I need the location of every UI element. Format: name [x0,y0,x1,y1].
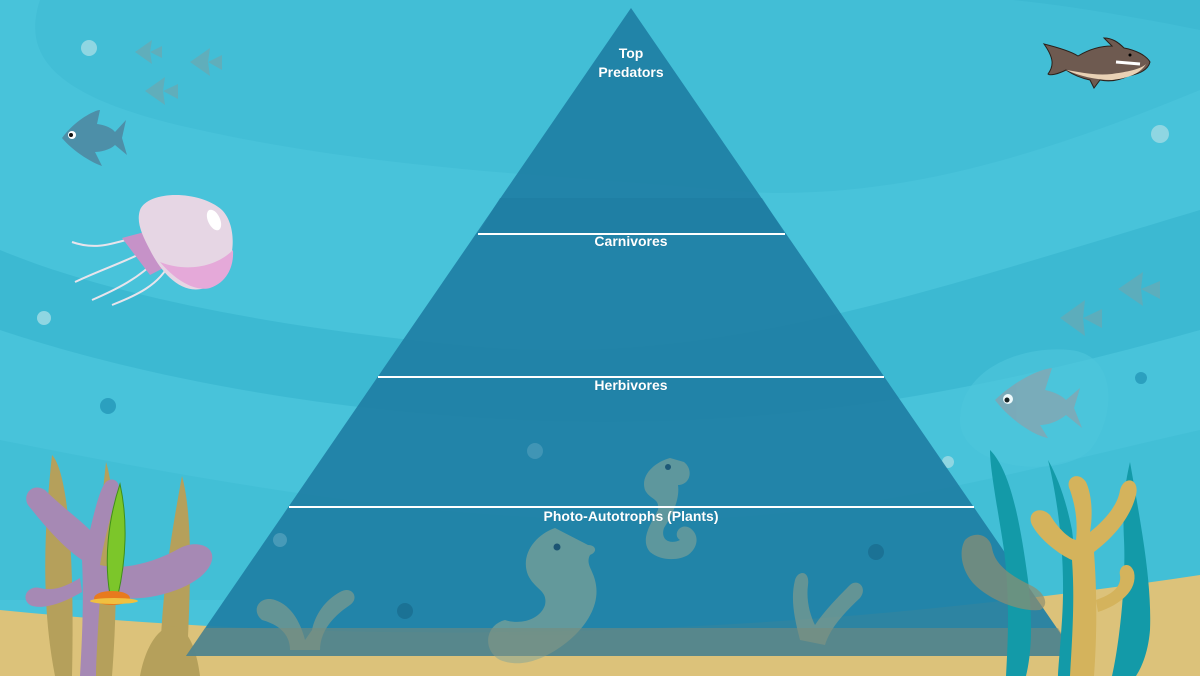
seaweed-icon [90,482,138,605]
jellyfish-icon [71,195,234,306]
shark-icon [1042,37,1151,89]
bubble-icon [81,40,97,56]
level-label-carnivores: Carnivores [594,233,668,249]
level-label-photo-autotrophs: Photo-Autotrophs (Plants) [543,508,719,524]
seahorse-icon [644,458,697,560]
bubble-icon [100,398,116,414]
fish-school-icon [1060,272,1160,336]
level-label-line: Predators [598,64,664,80]
level-label-line: Top [618,45,644,61]
fish-icon [62,110,127,166]
pyramid-shape [186,8,1076,656]
bubble-icon [37,311,51,325]
coral-icon [961,534,1046,611]
bubble-icon [1135,372,1147,384]
bubble-icon [942,456,954,468]
coral-icon [256,573,863,650]
fish-icon [995,368,1082,438]
level-label-herbivores: Herbivores [594,377,668,393]
bubble-icon [1151,125,1169,143]
fish-school-icon [135,40,222,105]
level-label-top-predators: Top Predators [586,44,676,82]
coral-icon [1030,476,1137,676]
